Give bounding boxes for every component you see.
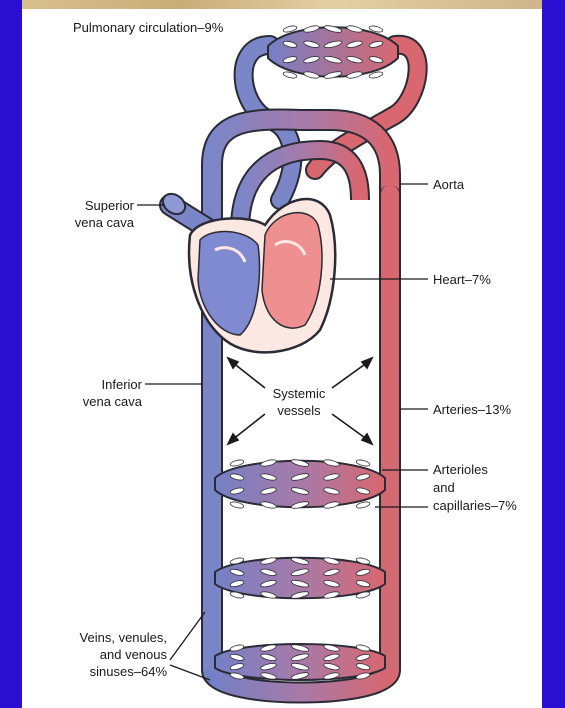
label-arterioles-2: and xyxy=(433,480,455,495)
label-systemic-2: vessels xyxy=(277,403,321,418)
label-aorta: Aorta xyxy=(433,177,465,192)
label-superior-2: vena cava xyxy=(75,215,135,230)
capillary-bed-upper xyxy=(215,458,385,509)
capillary-bed-middle xyxy=(215,556,385,599)
label-systemic: Systemic xyxy=(273,386,326,401)
label-veins-2: and venous xyxy=(100,647,168,662)
label-arterioles-3: capillaries–7% xyxy=(433,498,517,513)
label-heart: Heart–7% xyxy=(433,272,491,287)
label-inferior: Inferior xyxy=(102,377,143,392)
label-arterioles: Arterioles xyxy=(433,462,488,477)
capillary-bed-lower xyxy=(215,643,385,680)
label-veins: Veins, venules, xyxy=(80,630,167,645)
systemic-arrows xyxy=(228,358,372,444)
label-veins-3: sinuses–64% xyxy=(90,664,168,679)
label-pulmonary: Pulmonary circulation–9% xyxy=(73,20,224,35)
label-superior: Superior xyxy=(85,198,135,213)
pulmonary-capillary-bed xyxy=(268,24,398,79)
label-inferior-2: vena cava xyxy=(83,394,143,409)
label-arteries: Arteries–13% xyxy=(433,402,511,417)
